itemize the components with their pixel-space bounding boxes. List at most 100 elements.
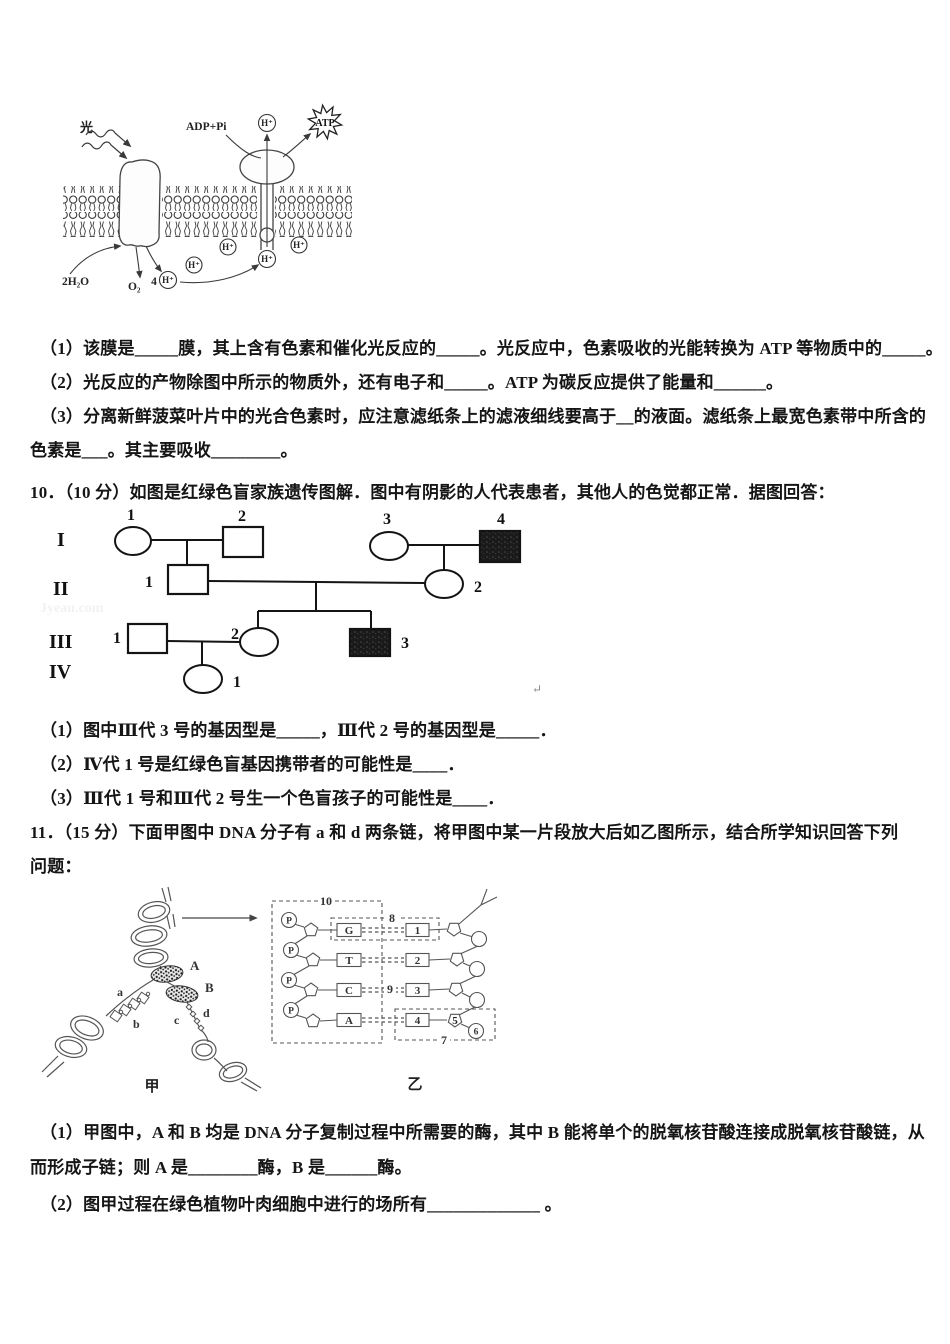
- membrane-bilayer: [63, 186, 352, 237]
- proton-flow-arrow: [179, 264, 260, 284]
- pedigree-number-II2: 2: [474, 579, 482, 596]
- enzyme-a-blob: [150, 965, 184, 983]
- proton-release-arrow: [145, 245, 163, 273]
- pedigree-number-III1: 1: [113, 630, 121, 647]
- generation-label-2: II: [53, 578, 69, 600]
- q9-sub-1: （1）该膜是_____膜，其上含有色素和催化光反应的_____。光反应中，色素吸…: [40, 339, 943, 358]
- pedigree-figure: Jyeau.com I II III IV: [35, 500, 555, 710]
- part-number-7: 7: [441, 1033, 447, 1047]
- enzyme-b-blob: [165, 985, 199, 1003]
- q10-sub-1: （1）图中Ⅲ代 3 号的基因型是_____，Ⅲ代 2 号的基因型是_____．: [40, 721, 557, 740]
- enzyme-a-label: A: [190, 958, 200, 973]
- pedigree-female-I3: [369, 531, 409, 561]
- base-letter-a: A: [345, 1015, 353, 1027]
- light-arrow: [81, 141, 128, 160]
- base-letter-t: T: [345, 955, 353, 967]
- h-ion-label: H⁺: [261, 118, 273, 128]
- figure-yi-label: 乙: [407, 1077, 422, 1093]
- phosphate-label: P: [286, 977, 292, 987]
- light-arrow: [85, 129, 132, 148]
- base-number-1: 1: [415, 925, 421, 937]
- dna-figure: A B a b c d 甲: [30, 882, 510, 1097]
- q11-sub-1: （1）甲图中，A 和 B 均是 DNA 分子复制过程中所需要的酶，其中 B 能将…: [40, 1123, 925, 1142]
- proton-ions: H⁺ H⁺ H⁺ H⁺ H⁺ H⁺: [158, 113, 308, 290]
- pedigree-male-III1: [126, 622, 169, 655]
- q11-sub-1-cont: 而形成子链；则 A 是________酶，B 是______酶。: [30, 1158, 412, 1177]
- strand-d-label: d: [203, 1006, 210, 1020]
- phosphate-circles-right: 6: [467, 930, 488, 1040]
- return-mark: ↵: [532, 682, 542, 696]
- part-number-10: 10: [320, 894, 332, 908]
- strand-a-label: a: [117, 985, 123, 999]
- atp-curve: [282, 132, 312, 158]
- strand-c-label: c: [174, 1013, 180, 1027]
- pedigree-number-I3: 3: [383, 511, 391, 528]
- part-number-5: 5: [452, 1015, 458, 1027]
- part-number-9: 9: [387, 982, 393, 996]
- h-ion-label: H⁺: [261, 254, 273, 264]
- adp-pi-label: ADP+Pi: [186, 121, 227, 133]
- pedigree-number-I4: 4: [497, 511, 505, 528]
- q11-stem-line1: 11．（15 分）下面甲图中 DNA 分子有 a 和 d 两条链，将甲图中某一片…: [30, 823, 899, 842]
- q11-sub-2: （2）图甲过程在绿色植物叶肉细胞中进行的场所有_____________ 。: [40, 1195, 562, 1214]
- phosphate-label: P: [286, 917, 292, 927]
- h-ion-label: H⁺: [162, 275, 174, 285]
- pedigree-male-affected-III3: [348, 627, 392, 658]
- h-ion-label: H⁺: [188, 260, 200, 270]
- pedigree-number-III2: 2: [231, 626, 239, 643]
- pedigree-number-III3: 3: [401, 635, 409, 652]
- base-number-3: 3: [415, 985, 421, 997]
- photosystem-protein: [118, 159, 161, 248]
- nucleotide-units: [109, 991, 205, 1032]
- oxygen-label: O₂: [128, 281, 141, 293]
- four-h-prefix: 4: [151, 276, 157, 288]
- pedigree-number-I2: 2: [238, 508, 246, 525]
- part-number-8: 8: [389, 911, 395, 925]
- atp-label: ATP: [315, 118, 334, 129]
- hydrogen-bonds: [362, 927, 404, 1023]
- part-number-6: 6: [474, 1028, 479, 1038]
- pedigree-male-affected-I4: [478, 529, 522, 564]
- pedigree-female-I1: [114, 526, 152, 556]
- pedigree-watermark: Jyeau.com: [40, 601, 104, 616]
- right-base-boxes: 1 2 3 4: [405, 922, 430, 1028]
- phosphate-circles-left: P P P P: [280, 911, 300, 1019]
- q11-stem-line2: 问题：: [30, 857, 82, 876]
- light-label: 光: [79, 120, 93, 135]
- h-ion-label: H⁺: [222, 242, 234, 252]
- pedigree-male-I2: [221, 525, 265, 559]
- base-number-2: 2: [415, 955, 421, 967]
- q10-sub-3: （3）Ⅲ代 1 号和Ⅲ代 2 号生一个色盲孩子的可能性是____．: [40, 789, 505, 808]
- figure-jia-label: 甲: [144, 1078, 159, 1095]
- q10-sub-2: （2）Ⅳ代 1 号是红绿色盲基因携带者的可能性是____．: [40, 755, 465, 774]
- generation-label-3: III: [49, 631, 73, 653]
- enzyme-b-label: B: [205, 980, 214, 995]
- pedigree-female-II2: [424, 569, 464, 599]
- part-number-labels: 10 8 9 7 5: [318, 894, 458, 1047]
- generation-label-4: IV: [49, 661, 72, 683]
- atp-starburst: ATP: [306, 103, 344, 141]
- water-label: 2H₂O: [62, 276, 89, 288]
- pedigree-number-IV1: 1: [233, 674, 241, 691]
- q9-sub-2: （2）光反应的产物除图中所示的物质外，还有电子和_____。ATP 为碳反应提供…: [40, 373, 784, 392]
- pedigree-male-II1: [166, 563, 210, 596]
- h-ion-label: H⁺: [293, 240, 305, 250]
- pedigree-female-III2: [239, 627, 279, 657]
- light-group: 光: [79, 120, 132, 160]
- pedigree-female-IV1: [183, 664, 223, 694]
- right-strand-backbone: [428, 888, 498, 1029]
- phosphate-label: P: [288, 1007, 294, 1017]
- left-strand-backbone: [292, 923, 338, 1022]
- left-base-boxes: G T C A: [336, 922, 362, 1028]
- adp-curve: [225, 134, 262, 159]
- oxygen-arrow: [135, 246, 143, 279]
- generation-label-1: I: [57, 529, 65, 551]
- q9-sub-3: （3）分离新鲜菠菜叶片中的光合色素时，应注意滤纸条上的滤液细线要高于__的液面。…: [40, 407, 927, 426]
- q10-stem: 10．（10 分）如图是红绿色盲家族遗传图解．图中有阴影的人代表患者，其他人的色…: [30, 483, 835, 502]
- pedigree-lines: [151, 539, 480, 665]
- q9-sub-3-cont: 色素是___。其主要吸收________。: [30, 441, 298, 460]
- pedigree-number-II1: 1: [145, 574, 153, 591]
- pedigree-number-I1: 1: [127, 507, 135, 524]
- sugar-pentagons: [303, 922, 465, 1028]
